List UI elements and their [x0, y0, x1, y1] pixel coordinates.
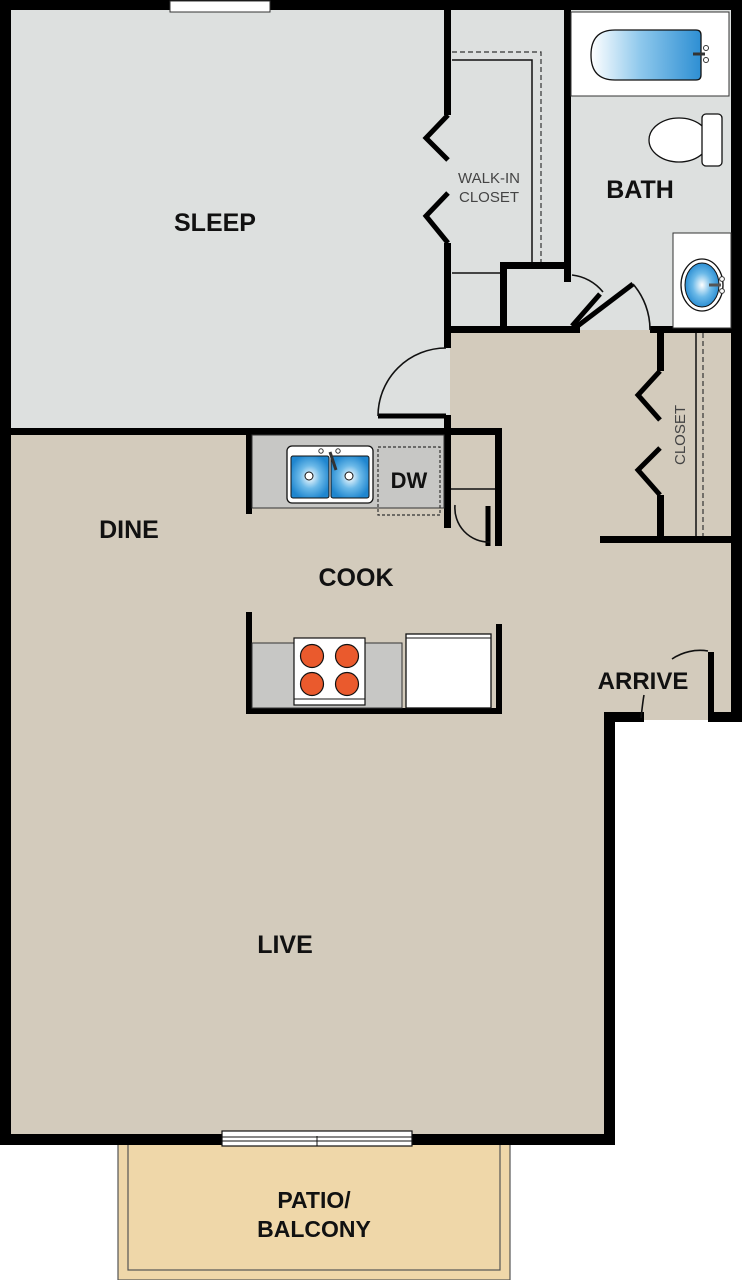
patio-label-line2: BALCONY: [257, 1216, 371, 1242]
dishwasher: DW: [377, 446, 441, 516]
patio-floor: [117, 1143, 511, 1280]
arrive-label: ARRIVE: [598, 668, 689, 695]
kitchen-double-sink-icon: [286, 445, 374, 504]
room-labels: SLEEP WALK-IN CLOSET BATH DINE COOK CLOS…: [99, 170, 689, 1242]
hall-closet-label: CLOSET: [672, 405, 689, 465]
walk-in-closet-floor: [450, 10, 568, 330]
hall-closet-bifold-door: [634, 369, 662, 497]
bath-label: BATH: [606, 176, 674, 204]
bath-door: [573, 282, 651, 331]
walk-in-closet-label-line1: WALK-IN: [458, 170, 520, 187]
interior-walls: [0, 10, 740, 714]
bedroom-door: [377, 347, 447, 419]
cook-label: COOK: [319, 564, 394, 592]
dishwasher-label: DW: [391, 468, 428, 493]
entry-door: [640, 649, 709, 719]
dine-label: DINE: [99, 516, 159, 544]
bathtub-icon: [570, 11, 730, 97]
bathroom-sink-icon: [672, 232, 732, 329]
sleep-label: SLEEP: [174, 209, 256, 237]
live-label: LIVE: [257, 931, 313, 959]
patio-label-line1: PATIO/: [277, 1187, 351, 1213]
sleep-floor: [10, 10, 450, 432]
walk-in-closet-label-line2: CLOSET: [459, 189, 519, 206]
hall-floor: [450, 330, 733, 720]
toilet-icon: [648, 113, 723, 167]
walk-in-closet-shelving: [452, 51, 542, 274]
walk-in-closet-bifold-door: [422, 113, 450, 245]
pantry-door: [451, 488, 495, 546]
closet-door: [570, 274, 604, 328]
patio-sliding-door: [221, 1130, 413, 1147]
bedroom-window: [169, 0, 271, 13]
refrigerator-icon: [405, 633, 492, 709]
hall-closet-shelving: [695, 333, 704, 536]
stove-icon: [293, 637, 366, 706]
